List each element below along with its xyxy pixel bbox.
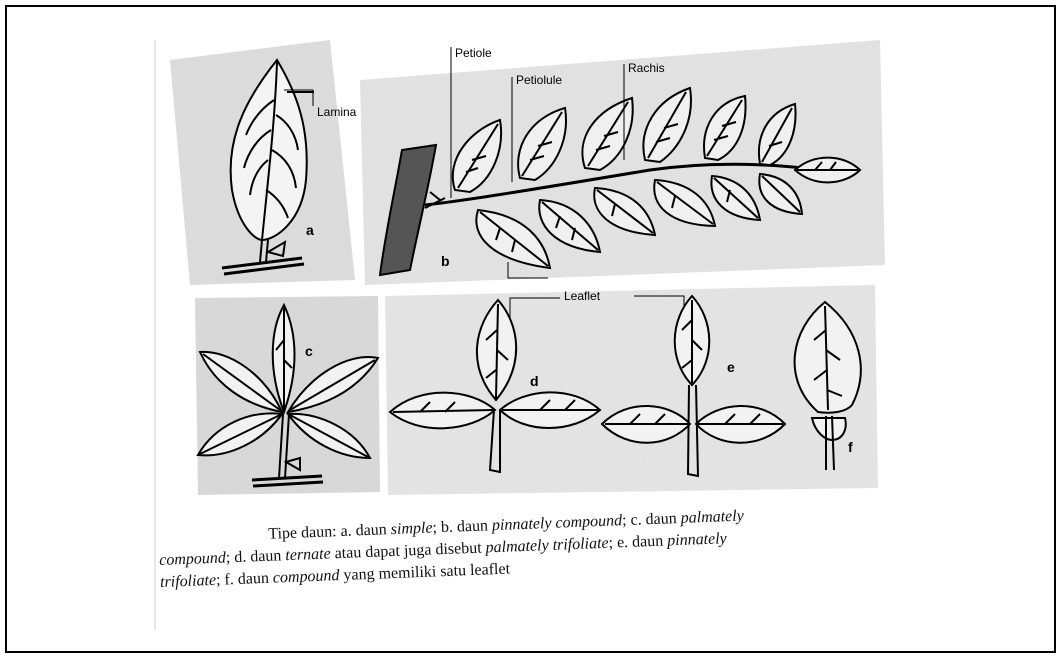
caption-line2-run-0: compound bbox=[159, 549, 226, 569]
caption-line1-run-4: ; c. daun bbox=[622, 510, 681, 529]
caption-line1-run-3: pinnately compound bbox=[492, 512, 623, 534]
label-lamina: Lamina bbox=[317, 105, 357, 119]
caption-line1-run-5: palmately bbox=[680, 508, 744, 527]
letter-b: b bbox=[441, 253, 450, 269]
caption-line3-run-3: yang memiliki satu leaflet bbox=[339, 561, 510, 585]
label-leaflet: Leaflet bbox=[564, 289, 601, 303]
letter-d: d bbox=[530, 373, 539, 389]
label-rachis: Rachis bbox=[628, 61, 665, 75]
letter-a: a bbox=[306, 222, 314, 238]
caption-line2-run-6: pinnately bbox=[667, 530, 727, 549]
caption-line3-run-0: trifoliate bbox=[160, 572, 217, 591]
caption-line2-run-3: atau dapat juga disebut bbox=[330, 539, 486, 562]
caption-line2-run-4: palmately trifoliate bbox=[485, 535, 609, 557]
caption-line2-run-2: ternate bbox=[285, 545, 331, 564]
letter-f: f bbox=[848, 439, 853, 455]
caption-line3-run-1: ; f. daun bbox=[216, 570, 273, 589]
label-petiole: Petiole bbox=[455, 46, 492, 60]
letter-e: e bbox=[727, 359, 735, 375]
caption-line2-run-1: ; d. daun bbox=[226, 547, 286, 566]
caption-line3-run-2: compound bbox=[273, 567, 340, 587]
label-petiolule: Petiolule bbox=[516, 73, 562, 87]
caption-line1-run-1: simple bbox=[390, 519, 432, 538]
caption-line2-run-5: ; e. daun bbox=[608, 532, 667, 551]
caption-line1-run-2: ; b. daun bbox=[432, 517, 492, 536]
caption-line1-run-0: Tipe daun: a. daun bbox=[268, 521, 391, 543]
letter-c: c bbox=[305, 343, 313, 359]
